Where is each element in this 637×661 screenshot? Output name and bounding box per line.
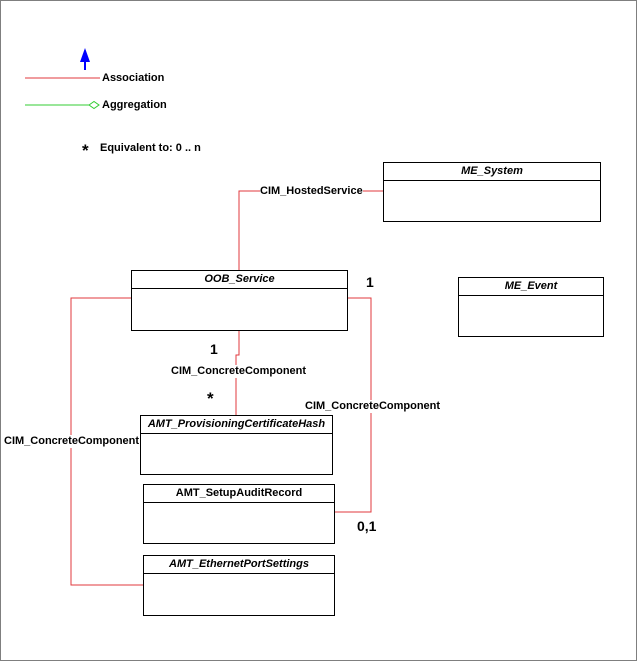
legend-star-symbol: * [82, 141, 89, 160]
class-me-system-title: ME_System [384, 163, 600, 181]
class-ethernet-port-settings: AMT_EthernetPortSettings [143, 555, 335, 616]
hosted-service-connector [238, 190, 383, 270]
legend-arrow-head [80, 48, 90, 62]
association-label-audit-record: CIM_ConcreteComponent [305, 400, 441, 413]
association-label-cert-hash: CIM_ConcreteComponent [171, 365, 307, 378]
multiplicity-oob-right: 1 [366, 274, 374, 290]
association-label-ethernet: CIM_ConcreteComponent [4, 435, 140, 448]
class-setup-audit-record: AMT_SetupAuditRecord [143, 484, 335, 544]
class-provisioning-certificate-hash-title: AMT_ProvisioningCertificateHash [141, 416, 332, 434]
legend-aggregation-diamond [88, 100, 100, 110]
legend-equivalent-text: Equivalent to: 0 .. n [100, 142, 201, 154]
class-oob-service: OOB_Service [131, 270, 348, 331]
class-setup-audit-record-title: AMT_SetupAuditRecord [144, 485, 334, 503]
class-oob-service-title: OOB_Service [132, 271, 347, 289]
concrete-component-cert-hash-connector [235, 330, 240, 415]
class-me-event: ME_Event [458, 277, 604, 337]
class-me-event-title: ME_Event [459, 278, 603, 296]
multiplicity-audit-record: 0,1 [357, 518, 377, 534]
association-label-hosted-service: CIM_HostedService [260, 185, 363, 198]
class-ethernet-port-settings-title: AMT_EthernetPortSettings [144, 556, 334, 574]
legend-aggregation-label: Aggregation [102, 99, 167, 111]
multiplicity-cert-hash: * [207, 389, 214, 408]
multiplicity-oob-bottom: 1 [210, 341, 218, 357]
class-provisioning-certificate-hash: AMT_ProvisioningCertificateHash [140, 415, 333, 475]
legend-association-label: Association [102, 72, 165, 84]
class-me-system: ME_System [383, 162, 601, 222]
